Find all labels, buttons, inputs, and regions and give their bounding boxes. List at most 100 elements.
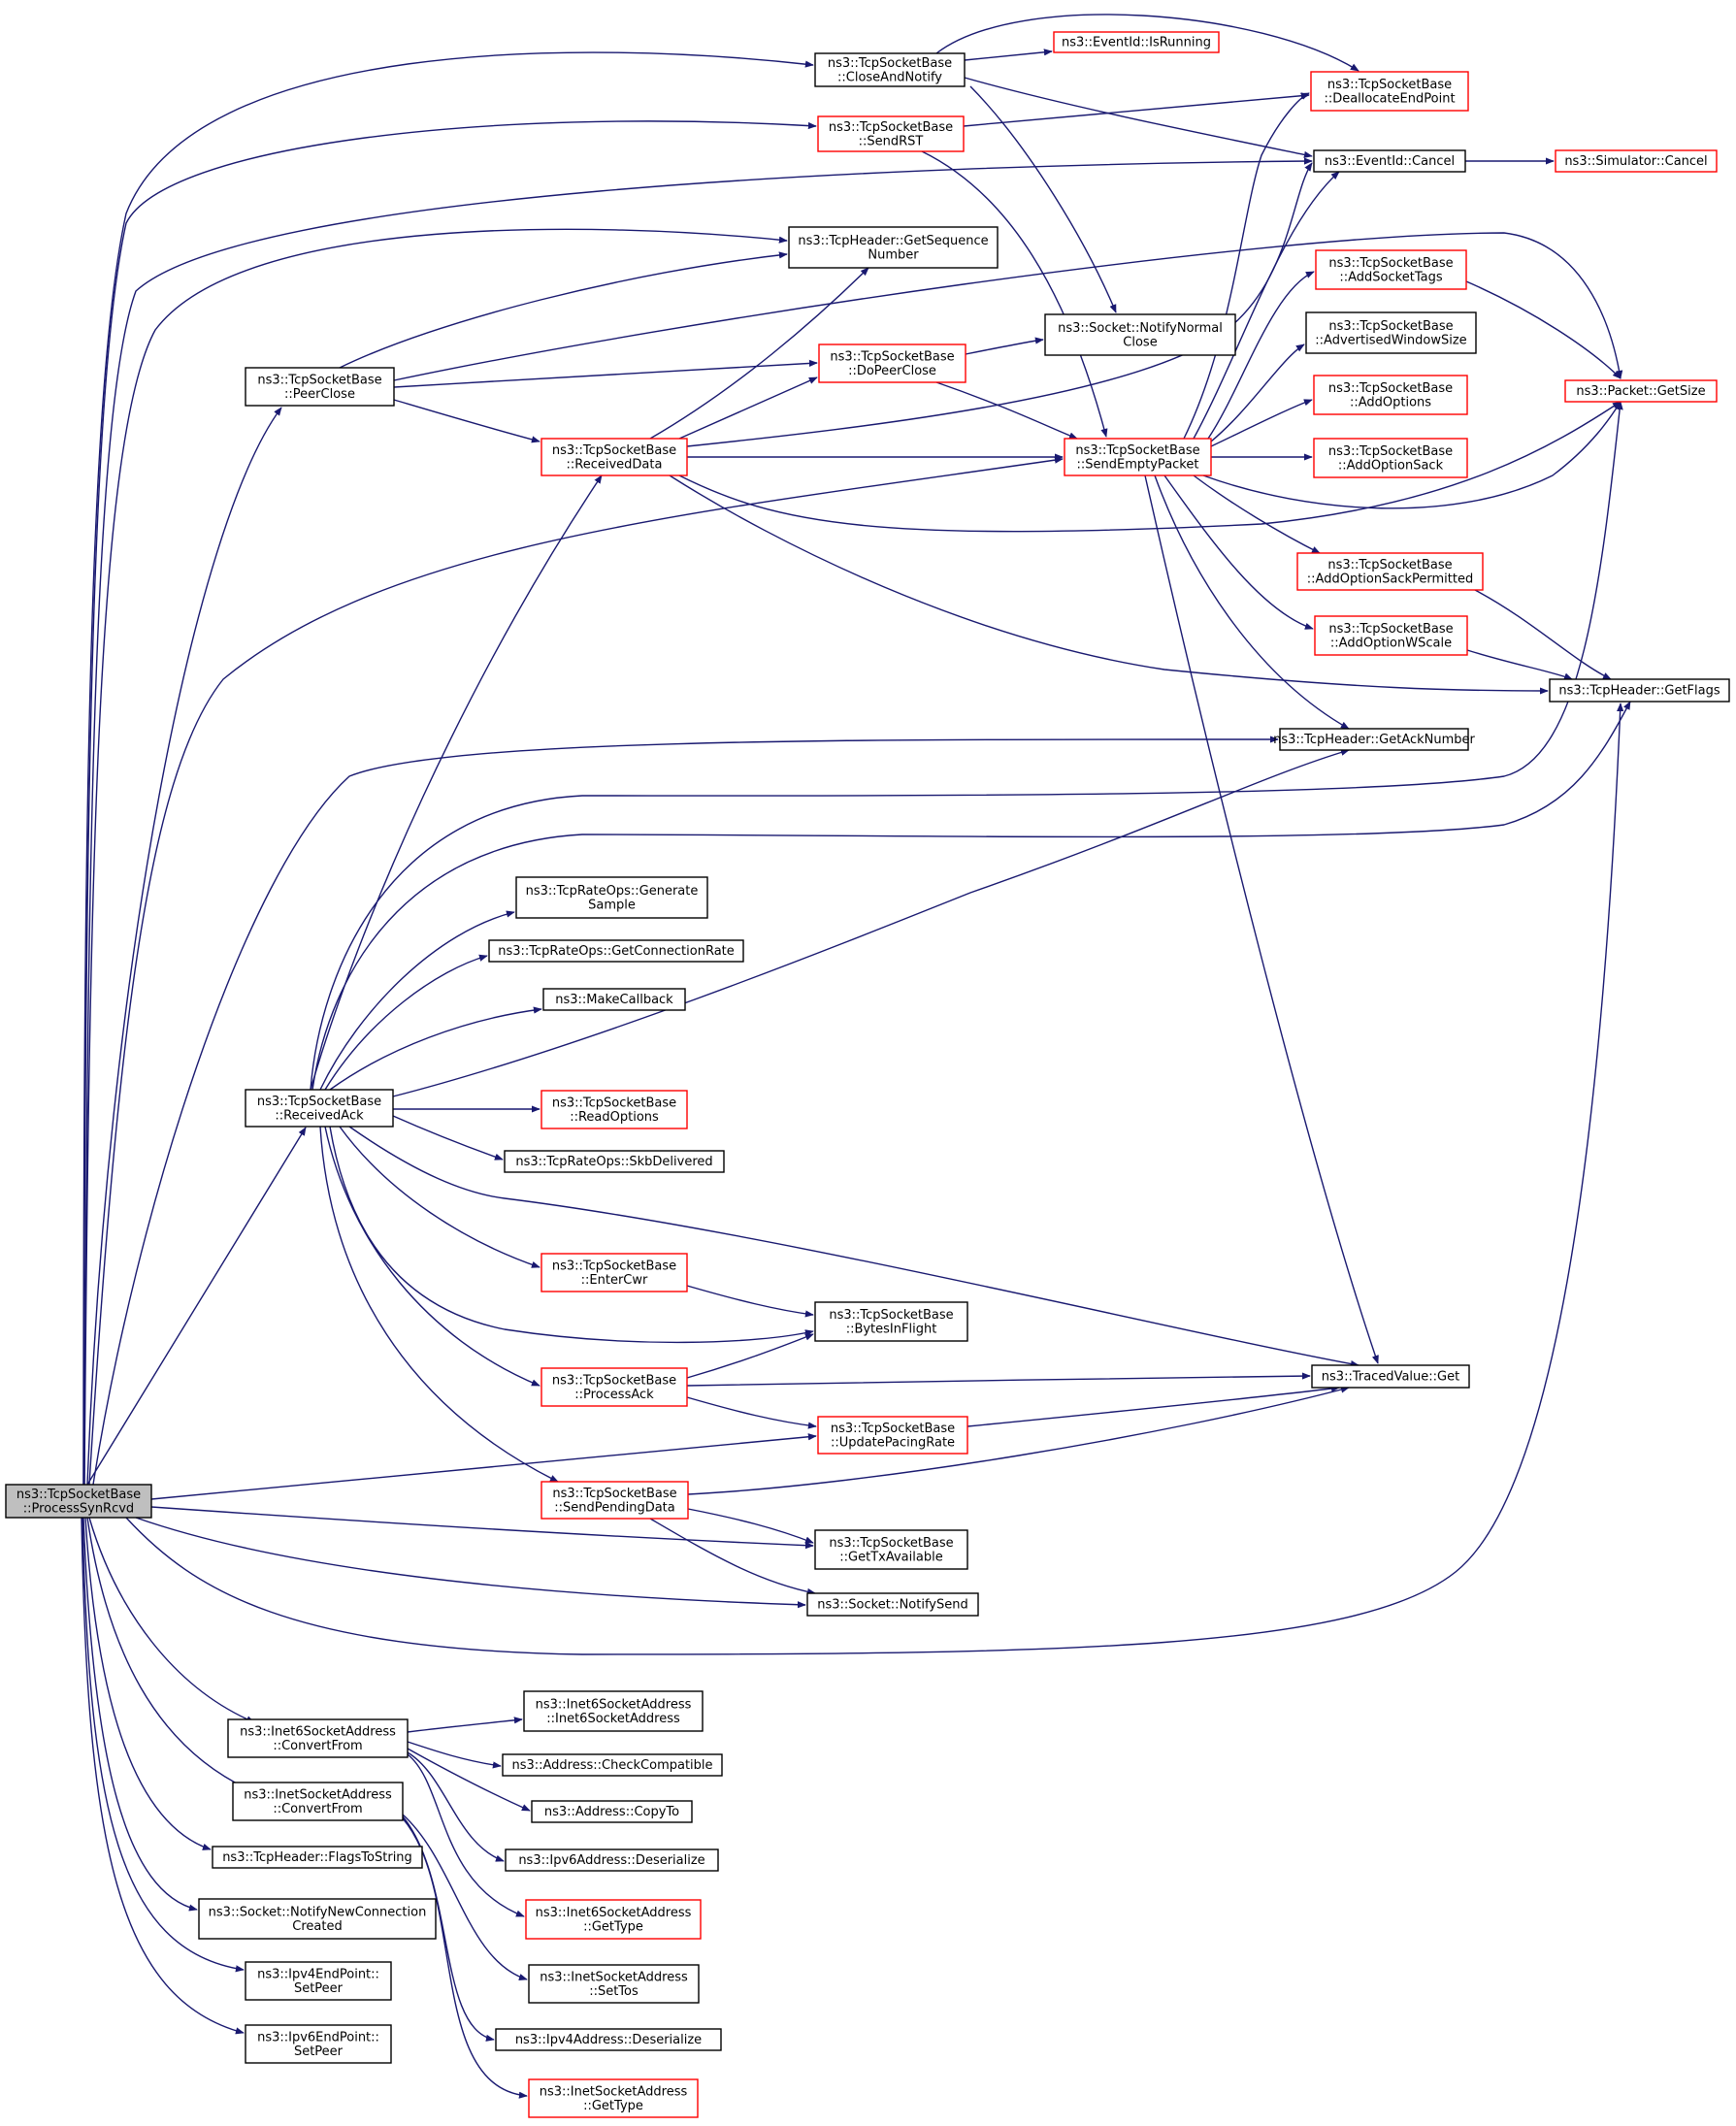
node-box[interactable]	[1053, 31, 1220, 53]
node-addSackPerm[interactable]: ns3::TcpSocketBase::AddOptionSackPermitt…	[1296, 552, 1484, 591]
node-box[interactable]	[245, 1089, 394, 1128]
node-sendEmpty[interactable]: ns3::TcpSocketBase::SendEmptyPacket	[1064, 438, 1212, 476]
node-box[interactable]	[1313, 375, 1468, 415]
node-getSize[interactable]: ns3::Packet::GetSize	[1564, 379, 1718, 403]
node-box[interactable]	[540, 438, 688, 476]
node-box[interactable]	[814, 52, 966, 87]
node-inet6Ctor[interactable]: ns3::Inet6SocketAddress::Inet6SocketAddr…	[523, 1690, 704, 1732]
node-box[interactable]	[1305, 311, 1477, 354]
node-box[interactable]	[1555, 149, 1718, 173]
node-enterCwr[interactable]: ns3::TcpSocketBase::EnterCwr	[540, 1253, 688, 1292]
node-box[interactable]	[814, 1301, 968, 1342]
node-doPeerClose[interactable]: ns3::TcpSocketBase::DoPeerClose	[818, 343, 966, 383]
node-box[interactable]	[540, 1090, 688, 1129]
node-box[interactable]	[504, 1150, 725, 1173]
node-box[interactable]	[528, 2078, 699, 2118]
node-box[interactable]	[542, 988, 686, 1011]
node-box[interactable]	[817, 115, 965, 152]
node-inetGetType[interactable]: ns3::InetSocketAddress::GetType	[528, 2078, 699, 2118]
node-getTxAvail[interactable]: ns3::TcpSocketBase::GetTxAvailable	[814, 1529, 968, 1570]
node-cancel[interactable]: ns3::EventId::Cancel	[1313, 149, 1466, 173]
node-box[interactable]	[806, 1592, 979, 1617]
node-box[interactable]	[818, 343, 966, 383]
node-box[interactable]	[495, 2028, 722, 2051]
node-box[interactable]	[528, 1964, 700, 2004]
node-peerClose[interactable]: ns3::TcpSocketBase::PeerClose	[245, 367, 395, 407]
node-box[interactable]	[1044, 313, 1236, 356]
node-inetConvert[interactable]: ns3::InetSocketAddress::ConvertFrom	[232, 1782, 404, 1821]
node-advWin[interactable]: ns3::TcpSocketBase::AdvertisedWindowSize	[1305, 311, 1477, 354]
node-bytesInFlight[interactable]: ns3::TcpSocketBase::BytesInFlight	[814, 1301, 968, 1342]
node-ipv4EpSetPeer[interactable]: ns3::Ipv4EndPoint::SetPeer	[245, 1961, 392, 2001]
node-box[interactable]	[198, 1898, 437, 1940]
node-box[interactable]	[502, 1753, 723, 1777]
node-box[interactable]	[245, 2024, 392, 2064]
node-ipv6Deser[interactable]: ns3::Ipv6Address::Deserialize	[505, 1848, 719, 1872]
node-box[interactable]	[523, 1690, 704, 1732]
node-deallocate[interactable]: ns3::TcpSocketBase::DeallocateEndPoint	[1310, 71, 1469, 112]
node-getFlags[interactable]: ns3::TcpHeader::GetFlags	[1549, 678, 1730, 703]
node-getConnRate[interactable]: ns3::TcpRateOps::GetConnectionRate	[488, 939, 744, 963]
node-addWScale[interactable]: ns3::TcpSocketBase::AddOptionWScale	[1314, 615, 1468, 656]
node-flagsToString[interactable]: ns3::TcpHeader::FlagsToString	[212, 1846, 423, 1869]
node-box[interactable]	[1310, 71, 1469, 112]
node-notifySend[interactable]: ns3::Socket::NotifySend	[806, 1592, 979, 1617]
node-box[interactable]	[1296, 552, 1484, 591]
node-ipv6EpSetPeer[interactable]: ns3::Ipv6EndPoint::SetPeer	[245, 2024, 392, 2064]
node-checkCompat[interactable]: ns3::Address::CheckCompatible	[502, 1753, 723, 1777]
node-box[interactable]	[540, 1367, 688, 1407]
node-inet6Convert[interactable]: ns3::Inet6SocketAddress::ConvertFrom	[227, 1718, 409, 1758]
node-box[interactable]	[531, 1800, 693, 1823]
node-box[interactable]	[540, 1481, 689, 1520]
node-box[interactable]	[245, 1961, 392, 2001]
node-box[interactable]	[1311, 1364, 1470, 1389]
node-addOptionSack[interactable]: ns3::TcpSocketBase::AddOptionSack	[1313, 438, 1468, 478]
node-box[interactable]	[1314, 615, 1468, 656]
node-box[interactable]	[1549, 678, 1730, 703]
node-inet6GetType[interactable]: ns3::Inet6SocketAddress::GetType	[525, 1899, 702, 1940]
node-addSocketTags[interactable]: ns3::TcpSocketBase::AddSocketTags	[1315, 249, 1467, 290]
node-receivedData[interactable]: ns3::TcpSocketBase::ReceivedData	[540, 438, 688, 476]
node-box[interactable]	[814, 1529, 968, 1570]
node-box[interactable]	[1313, 149, 1466, 173]
node-box[interactable]	[212, 1846, 423, 1869]
node-box[interactable]	[1064, 438, 1212, 476]
node-simCancel[interactable]: ns3::Simulator::Cancel	[1555, 149, 1718, 173]
node-sendRST[interactable]: ns3::TcpSocketBase::SendRST	[817, 115, 965, 152]
node-box[interactable]	[788, 226, 999, 269]
node-processAck[interactable]: ns3::TcpSocketBase::ProcessAck	[540, 1367, 688, 1407]
node-box[interactable]	[817, 1416, 968, 1455]
node-box[interactable]	[1315, 249, 1467, 290]
node-box[interactable]	[1313, 438, 1468, 478]
node-box[interactable]	[232, 1782, 404, 1821]
node-box[interactable]	[5, 1484, 152, 1519]
node-addOptions[interactable]: ns3::TcpSocketBase::AddOptions	[1313, 375, 1468, 415]
node-makeCallback[interactable]: ns3::MakeCallback	[542, 988, 686, 1011]
node-isRunning[interactable]: ns3::EventId::IsRunning	[1053, 31, 1220, 53]
node-ipv4Deser[interactable]: ns3::Ipv4Address::Deserialize	[495, 2028, 722, 2051]
node-box[interactable]	[488, 939, 744, 963]
node-box[interactable]	[227, 1718, 409, 1758]
node-box[interactable]	[540, 1253, 688, 1292]
node-setTos[interactable]: ns3::InetSocketAddress::SetTos	[528, 1964, 700, 2004]
node-receivedAck[interactable]: ns3::TcpSocketBase::ReceivedAck	[245, 1089, 394, 1128]
node-tracedGet[interactable]: ns3::TracedValue::Get	[1311, 1364, 1470, 1389]
node-box[interactable]	[245, 367, 395, 407]
node-updatePacing[interactable]: ns3::TcpSocketBase::UpdatePacingRate	[817, 1416, 968, 1455]
node-skbDelivered[interactable]: ns3::TcpRateOps::SkbDelivered	[504, 1150, 725, 1173]
node-readOptions[interactable]: ns3::TcpSocketBase::ReadOptions	[540, 1090, 688, 1129]
node-box[interactable]	[505, 1848, 719, 1872]
node-box[interactable]	[525, 1899, 702, 1940]
node-box[interactable]	[1279, 728, 1469, 751]
node-copyTo[interactable]: ns3::Address::CopyTo	[531, 1800, 693, 1823]
node-getAck[interactable]: ns3::TcpHeader::GetAckNumber	[1273, 728, 1476, 751]
node-sendPending[interactable]: ns3::TcpSocketBase::SendPendingData	[540, 1481, 689, 1520]
node-closeAndNotify[interactable]: ns3::TcpSocketBase::CloseAndNotify	[814, 52, 966, 87]
node-root[interactable]: ns3::TcpSocketBase::ProcessSynRcvd	[5, 1484, 152, 1519]
node-box[interactable]	[1564, 379, 1718, 403]
node-box[interactable]	[515, 876, 708, 919]
